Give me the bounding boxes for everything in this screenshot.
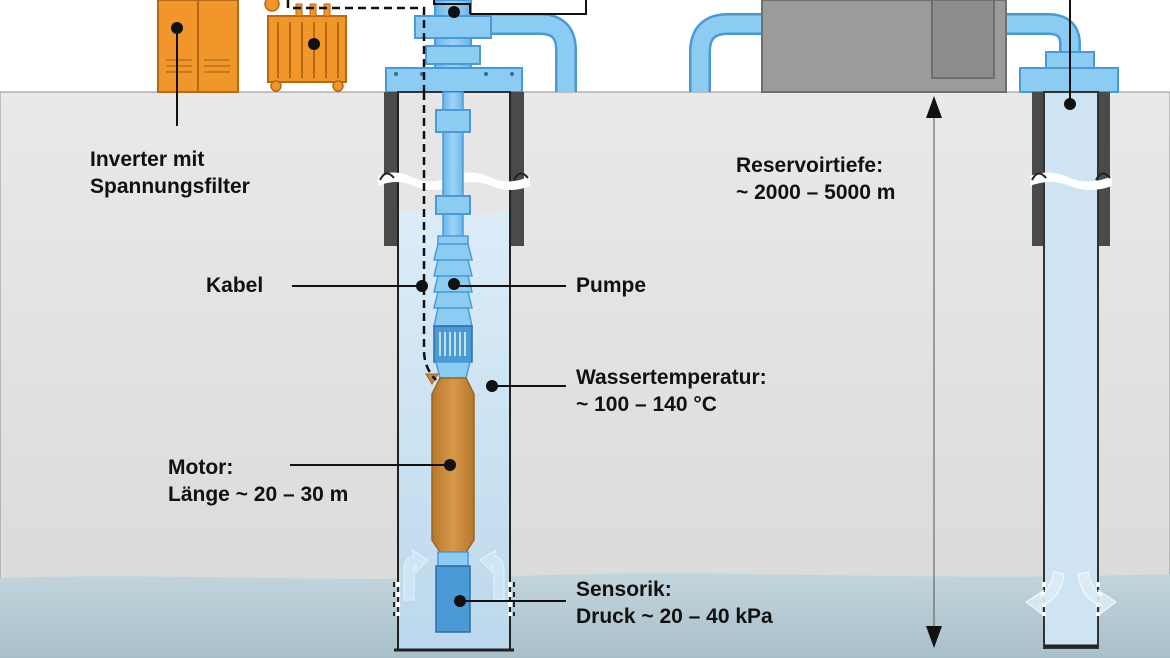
reservoir-depth-dimension xyxy=(926,96,942,648)
power-plant-building xyxy=(689,0,1081,93)
motor-label-line2: Länge ~ 20 – 30 m xyxy=(168,483,349,506)
sensors-label-line2: Druck ~ 20 – 40 kPa xyxy=(576,605,773,628)
ground-layer xyxy=(0,91,1170,658)
production-wellhead xyxy=(385,0,577,93)
inverter-label: Inverter mit Spannungsfilter xyxy=(90,146,250,200)
filter-transformer xyxy=(264,0,347,92)
inverter-cabinet xyxy=(157,0,239,93)
water-temperature-label: Wassertemperatur: ~ 100 – 140 °C xyxy=(576,364,767,418)
cable-label: Kabel xyxy=(206,274,264,297)
power-cable xyxy=(422,92,437,381)
sensors-label-line1: Sensorik: xyxy=(576,578,672,601)
outflow-arrows-injection xyxy=(1025,571,1117,616)
reservoir-depth-label-line1: Reservoirtiefe: xyxy=(736,154,884,177)
reservoir-depth-label: Reservoirtiefe: ~ 2000 – 5000 m xyxy=(736,152,895,206)
inflow-arrows-production xyxy=(403,548,505,601)
inverter-label-line2: Spannungsfilter xyxy=(90,175,250,198)
motor-label-line1: Motor: xyxy=(168,456,234,479)
inverter-label-line1: Inverter mit xyxy=(90,148,205,171)
pump-label: Pumpe xyxy=(576,274,647,297)
injection-well xyxy=(1030,91,1112,649)
callout-dots xyxy=(171,6,1076,607)
power-cable-surface xyxy=(286,0,426,92)
reservoir-depth-label-line2: ~ 2000 – 5000 m xyxy=(736,181,896,204)
pump-string xyxy=(433,91,473,379)
sensors-label: Sensorik: Druck ~ 20 – 40 kPa xyxy=(576,576,773,630)
motor-label: Motor: Länge ~ 20 – 30 m xyxy=(168,454,348,508)
wellhead-callout-line xyxy=(433,0,471,14)
reservoir-layer xyxy=(0,573,1170,658)
leader-lines xyxy=(176,0,1071,602)
water-temperature-label-line2: ~ 100 – 140 °C xyxy=(576,393,717,416)
wellhead-callout-box xyxy=(470,0,587,15)
water-temperature-label-line1: Wassertemperatur: xyxy=(576,366,767,389)
